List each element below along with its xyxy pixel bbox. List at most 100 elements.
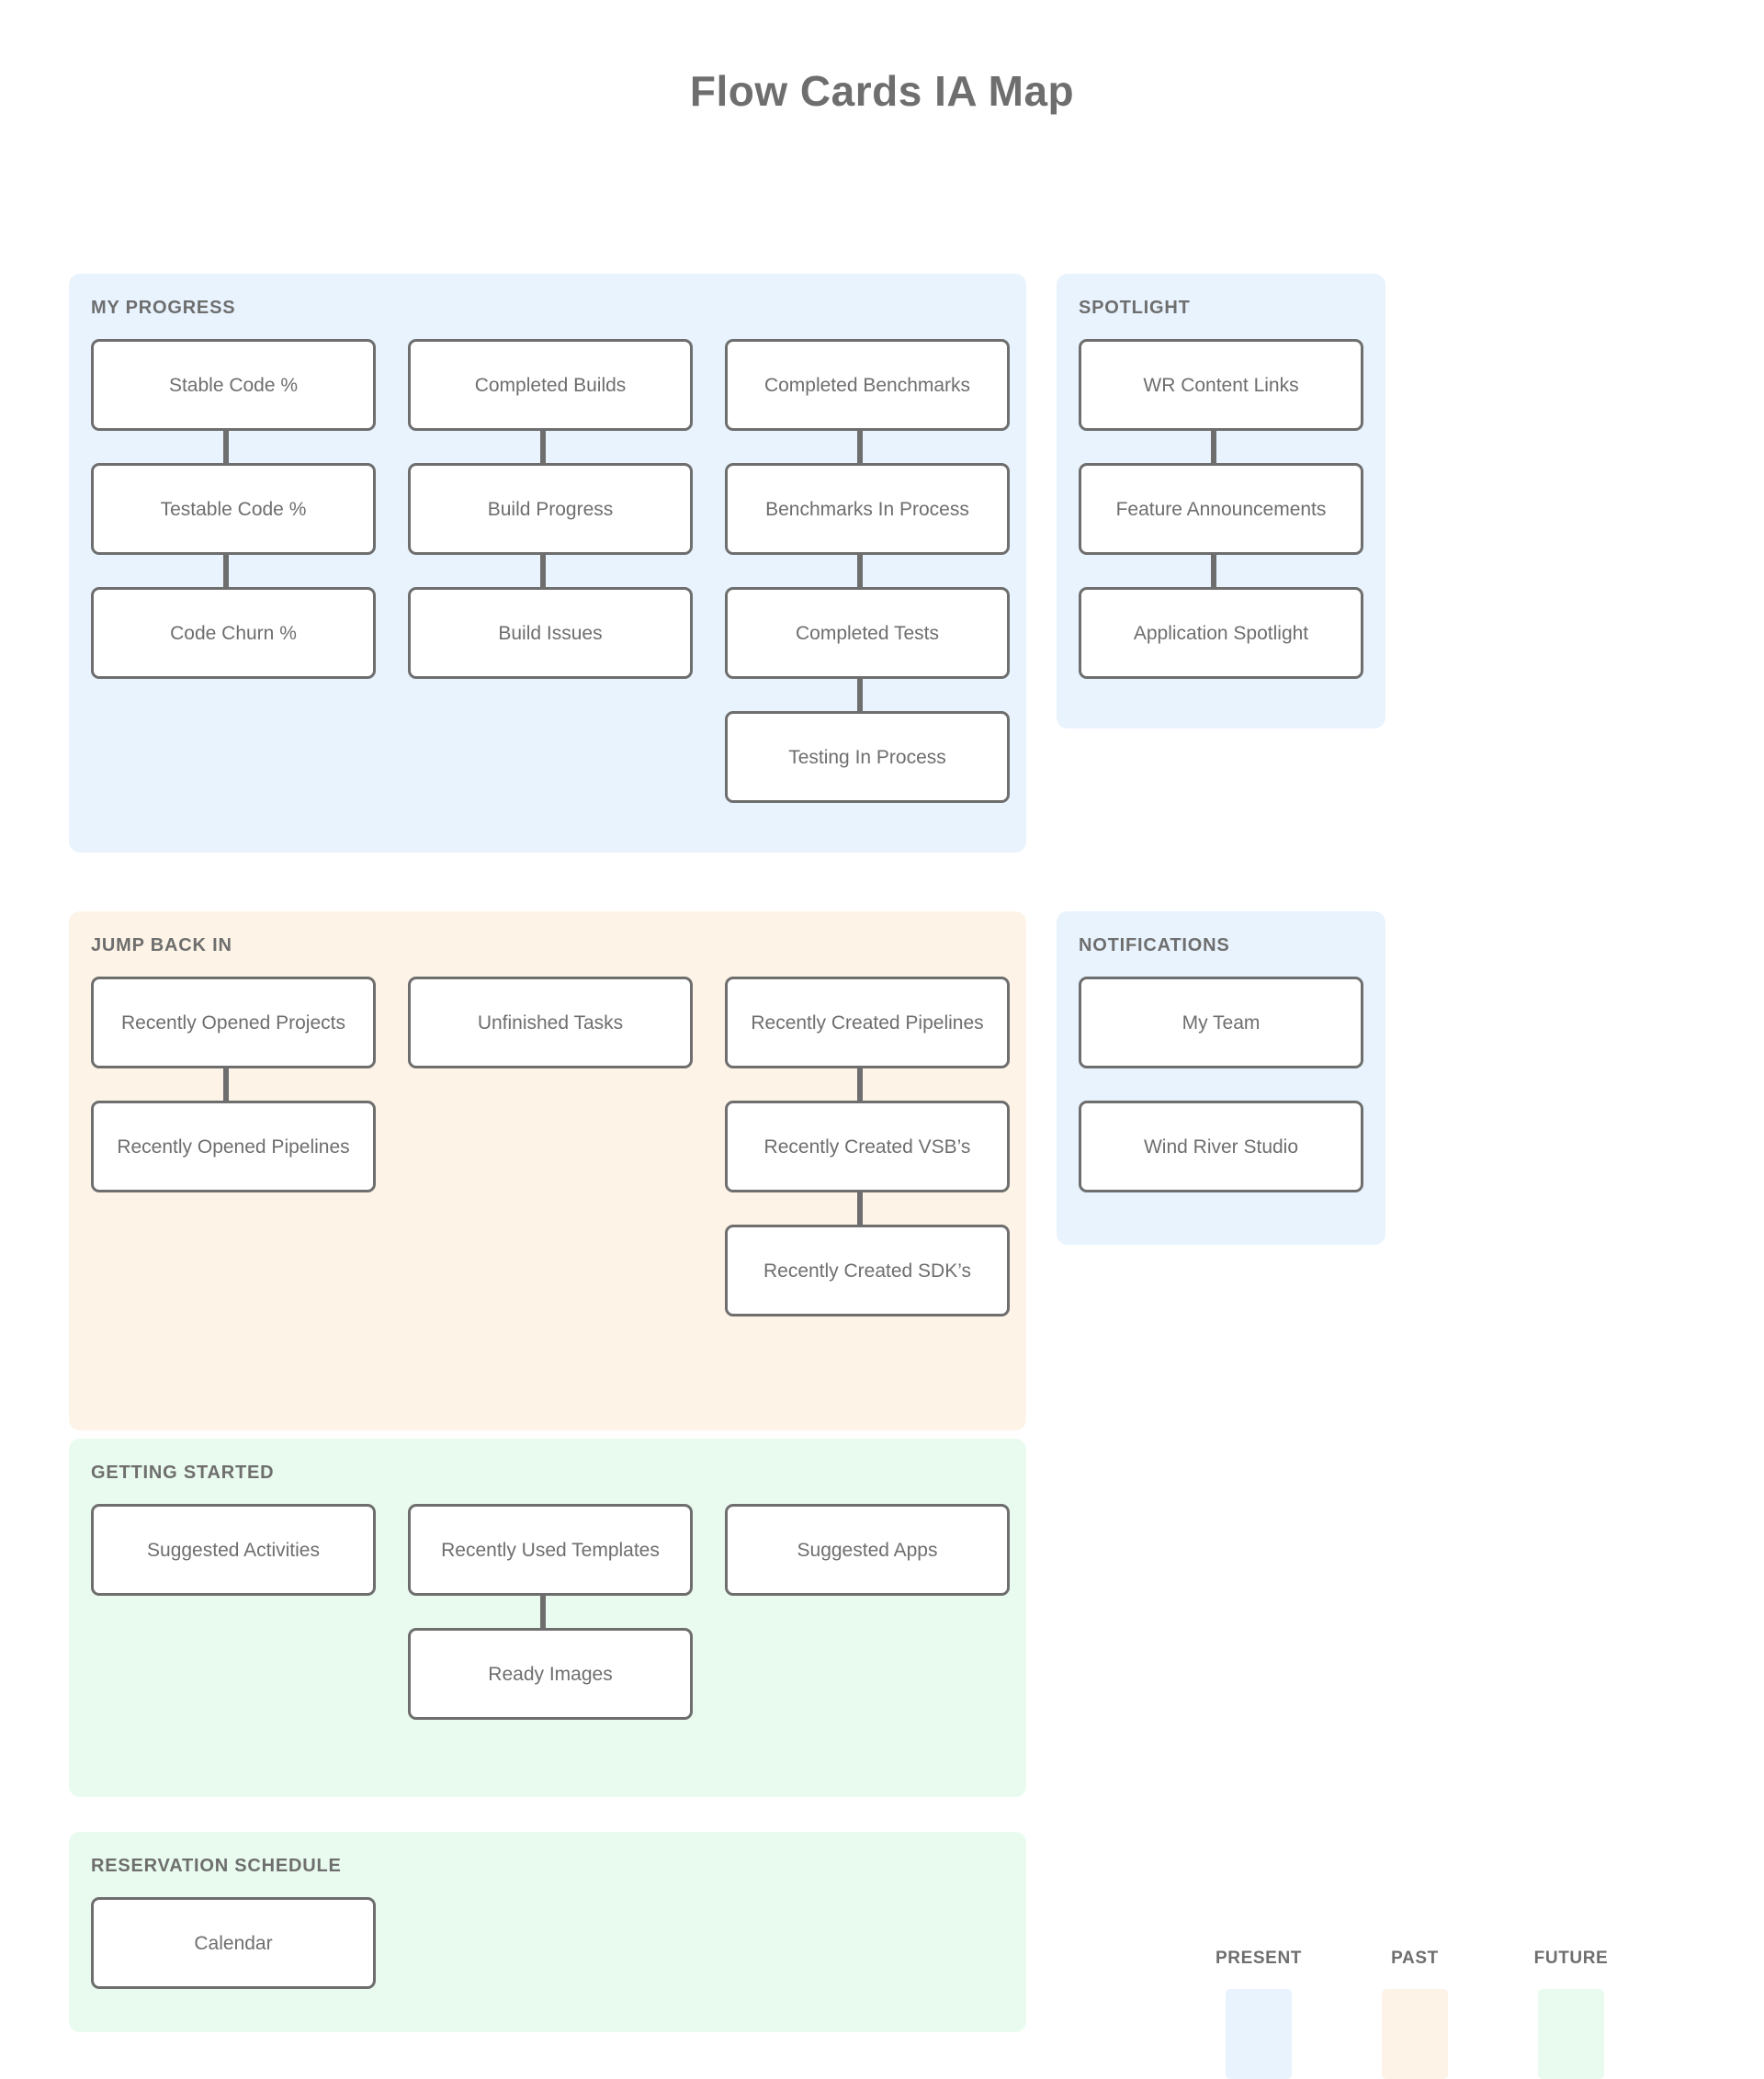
card-column: Suggested Apps (725, 1504, 1010, 1596)
flow-card[interactable]: Suggested Activities (91, 1504, 376, 1596)
ia-map-canvas: MY PROGRESS Stable Code % Testable Code … (0, 116, 1764, 2079)
card-column: Recently Opened Projects Recently Opened… (91, 977, 376, 1192)
section-columns: Recently Opened Projects Recently Opened… (91, 977, 1010, 1316)
flow-card[interactable]: Recently Opened Pipelines (91, 1101, 376, 1192)
section-notifications: NOTIFICATIONS My Team Wind River Studio (1057, 911, 1385, 1245)
flow-card[interactable]: Build Progress (408, 463, 693, 555)
flow-card[interactable]: Ready Images (408, 1628, 693, 1720)
flow-card-label: Feature Announcements (1115, 498, 1327, 520)
card-connector (857, 555, 863, 587)
flow-card-label: Completed Builds (474, 374, 627, 396)
flow-card[interactable]: Completed Tests (725, 587, 1010, 679)
legend-swatch-past (1382, 1989, 1448, 2079)
flow-card[interactable]: Application Spotlight (1079, 587, 1363, 679)
section-columns: Stable Code % Testable Code % Code Churn… (91, 339, 1010, 803)
flow-card[interactable]: Benchmarks In Process (725, 463, 1010, 555)
card-connector (857, 1068, 863, 1101)
flow-card[interactable]: Recently Created SDK’s (725, 1225, 1010, 1316)
flow-card-label: Recently Opened Pipelines (117, 1136, 350, 1158)
card-column: My Team Wind River Studio (1079, 977, 1363, 1192)
flow-card-label: Stable Code % (168, 374, 299, 396)
section-title-my-progress: MY PROGRESS (91, 298, 236, 318)
card-column: Stable Code % Testable Code % Code Churn… (91, 339, 376, 679)
flow-card-label: WR Content Links (1143, 374, 1299, 396)
card-connector (857, 679, 863, 711)
flow-card-label: Unfinished Tasks (477, 1011, 624, 1034)
card-connector (540, 1596, 546, 1628)
card-connector (223, 555, 229, 587)
section-reservation-schedule: RESERVATION SCHEDULE Calendar (69, 1832, 1026, 2032)
flow-card-label: Ready Images (488, 1663, 613, 1685)
card-column: WR Content Links Feature Announcements A… (1079, 339, 1363, 679)
section-columns: My Team Wind River Studio (1079, 977, 1363, 1192)
card-connector (1211, 555, 1216, 587)
legend-label: PAST (1391, 1949, 1439, 1968)
card-connector (223, 1068, 229, 1101)
legend-swatch-present (1226, 1989, 1292, 2079)
card-column: Recently Created Pipelines Recently Crea… (725, 977, 1010, 1316)
flow-card-label: Completed Benchmarks (763, 374, 971, 396)
flow-card[interactable]: Recently Created VSB’s (725, 1101, 1010, 1192)
card-column: Completed Builds Build Progress Build Is… (408, 339, 693, 679)
flow-card[interactable]: Feature Announcements (1079, 463, 1363, 555)
flow-card-label: Recently Opened Projects (121, 1011, 345, 1034)
flow-card[interactable]: Suggested Apps (725, 1504, 1010, 1596)
flow-card-label: Application Spotlight (1133, 622, 1309, 644)
flow-card[interactable]: Testable Code % (91, 463, 376, 555)
flow-card-label: My Team (1182, 1011, 1261, 1034)
flow-card[interactable]: My Team (1079, 977, 1363, 1068)
flow-card-label: Calendar (194, 1932, 273, 1954)
section-spotlight: SPOTLIGHT WR Content Links Feature Annou… (1057, 274, 1385, 729)
flow-card-label: Testable Code % (160, 498, 307, 520)
flow-card[interactable]: Testing In Process (725, 711, 1010, 803)
flow-card[interactable]: Unfinished Tasks (408, 977, 693, 1068)
flow-card[interactable]: Completed Builds (408, 339, 693, 431)
section-title-jump-back-in: JUMP BACK IN (91, 935, 232, 955)
card-connector (540, 431, 546, 463)
card-connector (857, 431, 863, 463)
flow-card-label: Code Churn % (170, 622, 297, 644)
card-column: Calendar (91, 1897, 376, 1989)
flow-card[interactable]: Wind River Studio (1079, 1101, 1363, 1192)
flow-card[interactable]: Completed Benchmarks (725, 339, 1010, 431)
flow-card[interactable]: Recently Opened Projects (91, 977, 376, 1068)
flow-card-label: Recently Used Templates (441, 1539, 660, 1561)
flow-card-label: Completed Tests (795, 622, 940, 644)
flow-card[interactable]: Recently Created Pipelines (725, 977, 1010, 1068)
flow-card-label: Recently Created Pipelines (751, 1011, 984, 1034)
card-column: Completed Benchmarks Benchmarks In Proce… (725, 339, 1010, 803)
section-columns: Calendar (91, 1897, 1004, 1989)
legend-label: PRESENT (1216, 1949, 1302, 1968)
flow-card-label: Suggested Activities (147, 1539, 320, 1561)
flow-card-label: Build Progress (487, 498, 614, 520)
legend-label: FUTURE (1533, 1949, 1609, 1968)
section-title-reservation-schedule: RESERVATION SCHEDULE (91, 1856, 342, 1876)
card-connector (1211, 431, 1216, 463)
flow-card[interactable]: Calendar (91, 1897, 376, 1989)
flow-card-label: Recently Created SDK’s (763, 1260, 972, 1282)
section-columns: WR Content Links Feature Announcements A… (1079, 339, 1363, 679)
section-title-getting-started: GETTING STARTED (91, 1463, 275, 1483)
card-connector (223, 431, 229, 463)
card-connector (540, 555, 546, 587)
flow-card-label: Testing In Process (788, 746, 946, 768)
card-spacer (1079, 1068, 1363, 1101)
flow-card[interactable]: Recently Used Templates (408, 1504, 693, 1596)
flow-card-label: Wind River Studio (1143, 1136, 1299, 1158)
flow-card-label: Recently Created VSB’s (763, 1136, 971, 1158)
card-column: Suggested Activities (91, 1504, 376, 1596)
section-title-notifications: NOTIFICATIONS (1079, 935, 1230, 955)
page-title: Flow Cards IA Map (689, 67, 1075, 115)
flow-card[interactable]: Build Issues (408, 587, 693, 679)
flow-card-label: Build Issues (498, 622, 603, 644)
flow-card[interactable]: Code Churn % (91, 587, 376, 679)
card-column: Unfinished Tasks (408, 977, 693, 1068)
flow-card-label: Benchmarks In Process (765, 498, 969, 520)
flow-card[interactable]: WR Content Links (1079, 339, 1363, 431)
card-connector (857, 1192, 863, 1225)
section-title-spotlight: SPOTLIGHT (1079, 298, 1191, 318)
section-my-progress: MY PROGRESS Stable Code % Testable Code … (69, 274, 1026, 853)
flow-card-label: Suggested Apps (797, 1539, 938, 1561)
flow-card[interactable]: Stable Code % (91, 339, 376, 431)
section-getting-started: GETTING STARTED Suggested Activities Rec… (69, 1439, 1026, 1797)
